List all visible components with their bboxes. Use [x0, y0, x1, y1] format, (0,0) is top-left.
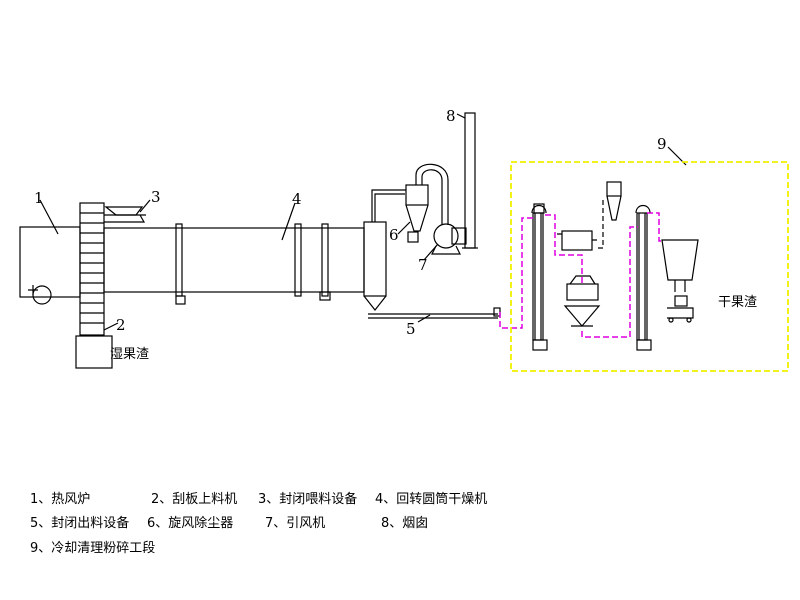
label-4: 4: [292, 190, 302, 208]
sealed-feeder: [104, 206, 146, 223]
label-9: 9: [657, 135, 667, 153]
label-wet-pomace: 湿果渣: [110, 347, 149, 362]
chimney: [462, 112, 478, 249]
legend-item-5: 5、封闭出料设备: [30, 516, 130, 531]
label-dry-pomace: 干果渣: [718, 295, 757, 310]
legend-item-1: 1、热风炉: [30, 492, 91, 507]
legend-item-4: 4、回转圆筒干燥机: [375, 492, 488, 507]
legend-item-6: 6、旋风除尘器: [147, 516, 234, 531]
section-9-zone: [510, 161, 789, 372]
cooling-section-equipment: [531, 181, 699, 351]
legend-item-7: 7、引风机: [265, 516, 326, 531]
label-8: 8: [446, 107, 456, 125]
label-5: 5: [406, 320, 416, 338]
legend-item-2: 2、刮板上料机: [151, 492, 238, 507]
label-1: 1: [34, 189, 44, 207]
discharge-hood: [363, 189, 406, 311]
label-6: 6: [389, 226, 399, 244]
material-pipes: [499, 212, 663, 338]
legend-item-9: 9、冷却清理粉碎工段: [30, 541, 156, 556]
label-7: 7: [418, 256, 428, 274]
legend-item-8: 8、烟囱: [381, 516, 429, 531]
hot-air-furnace: [19, 226, 81, 305]
callout-leaders: [39, 113, 687, 331]
rotary-drum-dryer: [103, 223, 365, 305]
sealed-discharge-conveyor: [368, 307, 501, 319]
air-duct-dashed: [598, 198, 606, 249]
legend-item-3: 3、封闭喂料设备: [258, 492, 358, 507]
cyclone-dust-collector: [405, 163, 449, 243]
label-3: 3: [151, 188, 161, 206]
induced-draft-fan: [431, 223, 467, 255]
label-2: 2: [116, 316, 126, 334]
